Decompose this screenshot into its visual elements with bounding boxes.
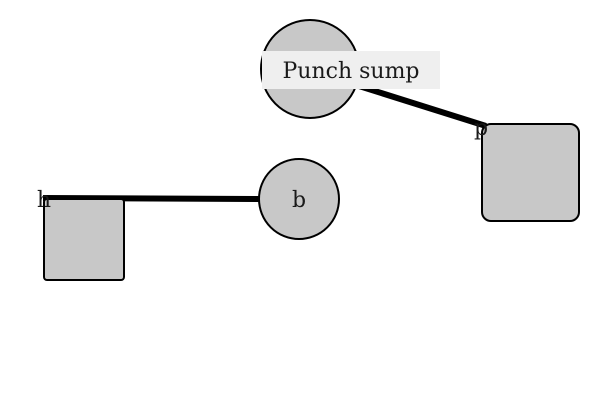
node-circle-b[interactable] [258,158,340,240]
node-square-h[interactable] [43,198,125,281]
edge-p-label: p [474,116,488,141]
node-h-label: h [37,188,51,213]
callout-label: Punch sump [282,59,419,84]
node-b-label: b [292,188,306,213]
callout-background [262,51,440,89]
node-square-right[interactable] [481,123,580,222]
edge-top-right [358,83,487,129]
